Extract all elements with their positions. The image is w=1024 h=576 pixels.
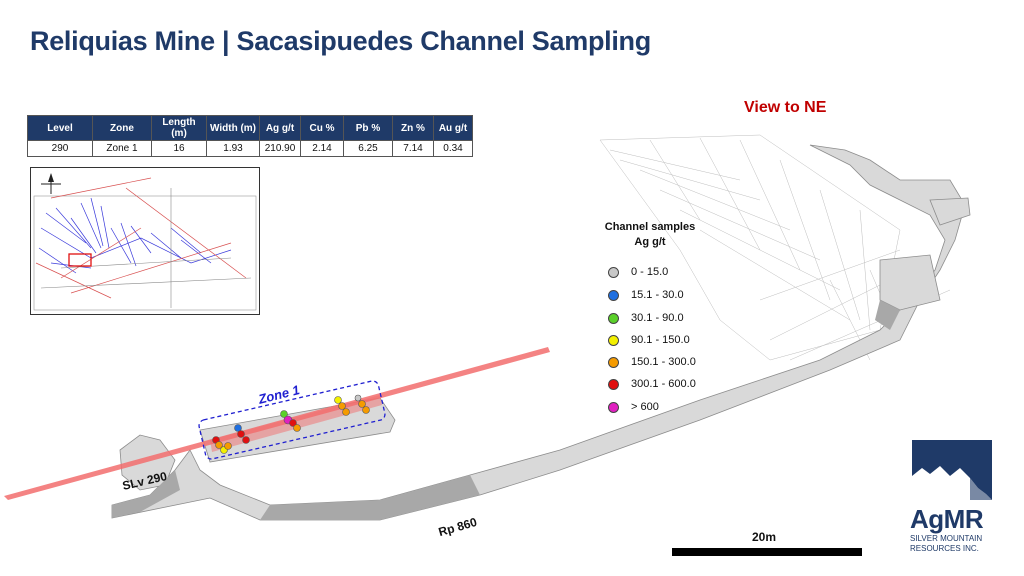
wireframe-workings [599, 134, 951, 361]
sample-dot [237, 430, 245, 438]
legend-dot-icon [608, 312, 619, 324]
zone-1-outline [198, 380, 386, 460]
legend-dot-icon [608, 378, 619, 390]
tunnel-shading [112, 300, 900, 520]
header-width: Width (m) [206, 115, 260, 141]
legend-item: 300.1 - 600.0 [608, 378, 696, 390]
legend-title-line1: Channel samples [604, 221, 696, 233]
channel-samples-legend: Channel samples Ag g/t 0 - 15.0 15.1 - 3… [590, 220, 710, 413]
legend-dot-icon [608, 266, 619, 278]
legend-dot-icon [608, 356, 619, 368]
sample-dot [224, 442, 232, 450]
header-zone: Zone [92, 115, 152, 141]
table-row: 290 Zone 1 16 1.93 210.90 2.14 6.25 7.14… [27, 140, 473, 157]
sample-dot [215, 441, 223, 449]
sample-dot [293, 424, 301, 432]
cell-length: 16 [151, 140, 207, 157]
scale-bar [672, 548, 862, 556]
logo-wordmark: AgMR [910, 504, 984, 534]
legend-item: > 600 [608, 401, 659, 413]
header-level: Level [27, 115, 93, 141]
sample-dot [234, 424, 242, 432]
header-zn: Zn % [392, 115, 434, 141]
sample-dot [354, 394, 362, 402]
logo-subtitle: SILVER MOUNTAIN RESOURCES INC. [910, 534, 983, 553]
legend-dot-icon [608, 289, 619, 301]
legend-dot-icon [608, 334, 619, 346]
north-arrow-icon [41, 173, 61, 194]
sample-dot [334, 396, 342, 404]
location-inset-map [30, 167, 260, 315]
sample-dot [289, 419, 297, 427]
page-title: Reliquias Mine | Sacasipuedes Channel Sa… [30, 26, 651, 56]
cell-au: 0.34 [433, 140, 473, 157]
legend-item: 150.1 - 300.0 [608, 356, 696, 368]
sample-dot [242, 436, 250, 444]
sample-dot [362, 406, 370, 414]
table-header-row: Level Zone Length (m) Width (m) Ag g/t C… [27, 115, 473, 141]
sample-dot [342, 408, 350, 416]
header-pb: Pb % [343, 115, 393, 141]
legend-dot-icon [608, 401, 619, 413]
legend-item: 90.1 - 150.0 [608, 334, 690, 346]
header-ag: Ag g/t [259, 115, 301, 141]
sample-dot [280, 410, 288, 418]
legend-title-line2: Ag g/t [634, 236, 666, 248]
legend-item: 15.1 - 30.0 [608, 289, 684, 301]
header-length: Length (m) [151, 115, 207, 141]
channel-sample-points [212, 394, 370, 454]
view-direction-label: View to NE [744, 99, 827, 116]
tunnel-solids [111, 144, 971, 521]
sample-dot [338, 402, 346, 410]
legend-item: 30.1 - 90.0 [608, 312, 684, 324]
agmr-mountain-logo-icon [912, 440, 992, 500]
cell-cu: 2.14 [300, 140, 344, 157]
legend-item: 0 - 15.0 [608, 266, 668, 278]
inset-map-drawing [33, 173, 257, 311]
sample-dot [358, 400, 366, 408]
scale-bar-label: 20m [752, 530, 777, 544]
sample-stats-table: Level Zone Length (m) Width (m) Ag g/t C… [27, 115, 473, 157]
